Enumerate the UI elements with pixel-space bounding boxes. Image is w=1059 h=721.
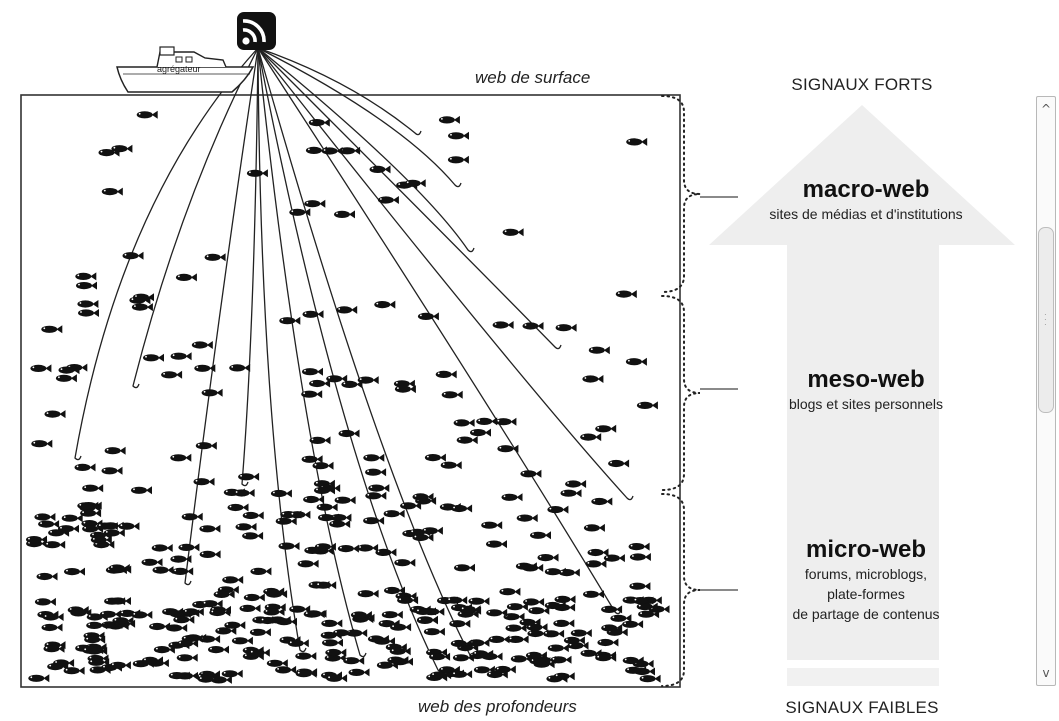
fish-school	[26, 110, 670, 684]
scroll-up-icon[interactable]: ^	[1040, 102, 1052, 116]
depth-label: web des profondeurs	[418, 697, 577, 716]
rss-feed-icon	[237, 12, 276, 50]
meso-web-title: meso-web	[807, 366, 925, 393]
strong-signals-label: SIGNAUX FORTS	[791, 75, 933, 94]
signal-strength-arrow	[709, 105, 1015, 686]
meso-web-desc: blogs et sites personnels	[788, 396, 944, 412]
aggregator-boat: agrégateur	[116, 46, 255, 93]
fishing-lines	[74, 47, 634, 673]
meso-web-layer: meso-web blogs et sites personnels	[789, 366, 943, 414]
macro-web-desc: sites de médias et d'institutions	[769, 206, 963, 222]
surface-label: web de surface	[475, 68, 591, 87]
micro-web-desc-1: forums, microblogs,	[804, 566, 928, 582]
macro-web-layer: macro-web sites de médias et d'instituti…	[769, 176, 962, 224]
scroll-thumb[interactable]: ···	[1038, 227, 1054, 413]
weak-signals-label: SIGNAUX FAIBLES	[785, 698, 939, 717]
macro-web-title: macro-web	[802, 176, 930, 203]
layer-connectors	[700, 196, 738, 591]
micro-web-desc-3: de partage de contenus	[792, 606, 940, 622]
boat-name: agrégateur	[157, 64, 201, 74]
micro-web-desc-2: plate-formes	[827, 586, 905, 602]
ocean-frame	[20, 94, 681, 688]
micro-web-layer: micro-web forums, microblogs, plate-form…	[792, 536, 939, 624]
scroll-down-icon[interactable]: v	[1042, 666, 1050, 680]
vertical-scrollbar[interactable]: ^ ··· v	[1036, 96, 1056, 686]
micro-web-title: micro-web	[805, 536, 927, 563]
